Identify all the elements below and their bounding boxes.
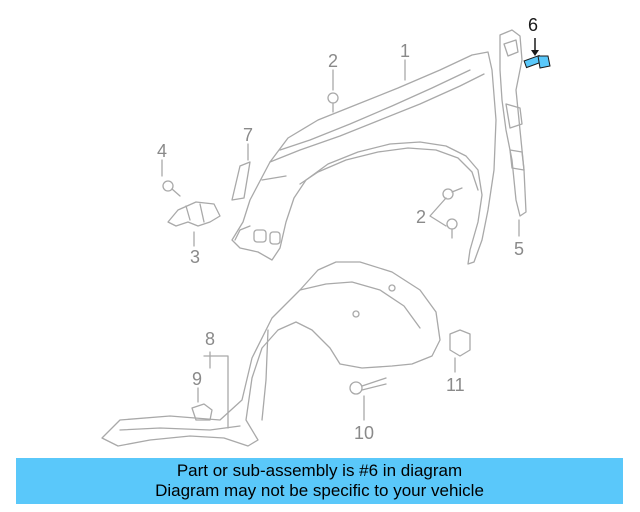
screw-10 <box>349 377 387 395</box>
callout-3: 3 <box>190 247 201 267</box>
callout-6: 6 <box>528 15 539 35</box>
callout-7: 7 <box>243 125 254 145</box>
banner-line-part: Part or sub-assembly is #6 in diagram <box>176 461 463 480</box>
callout-9: 9 <box>192 369 203 389</box>
callout-8: 8 <box>205 329 216 349</box>
bolt-6-highlighted <box>523 38 551 69</box>
hinge-bracket <box>167 201 221 227</box>
callout-10: 10 <box>354 423 375 443</box>
wheel-liner <box>101 261 441 447</box>
callout-2-right: 2 <box>416 207 427 227</box>
callout-1: 1 <box>400 41 411 61</box>
grommet-11 <box>449 329 471 357</box>
callout-11: 11 <box>446 375 465 395</box>
upper-bracket <box>499 29 527 217</box>
callout-5: 5 <box>514 239 525 259</box>
callout-2-top: 2 <box>328 51 339 71</box>
fender-panel <box>231 51 497 265</box>
banner-line-disclaimer: Diagram may not be specific to your vehi… <box>155 481 484 500</box>
bolt-2-right-upper <box>442 187 463 200</box>
bolt-2-top <box>327 92 339 113</box>
bolt-2-right-lower <box>446 218 458 239</box>
info-banner: Part or sub-assembly is #6 in diagram Di… <box>16 458 623 504</box>
bolt-4 <box>162 180 181 197</box>
clip-9 <box>191 403 213 421</box>
callout-4: 4 <box>157 141 168 161</box>
moulding-strip <box>231 161 251 201</box>
leader-lines <box>161 59 520 429</box>
